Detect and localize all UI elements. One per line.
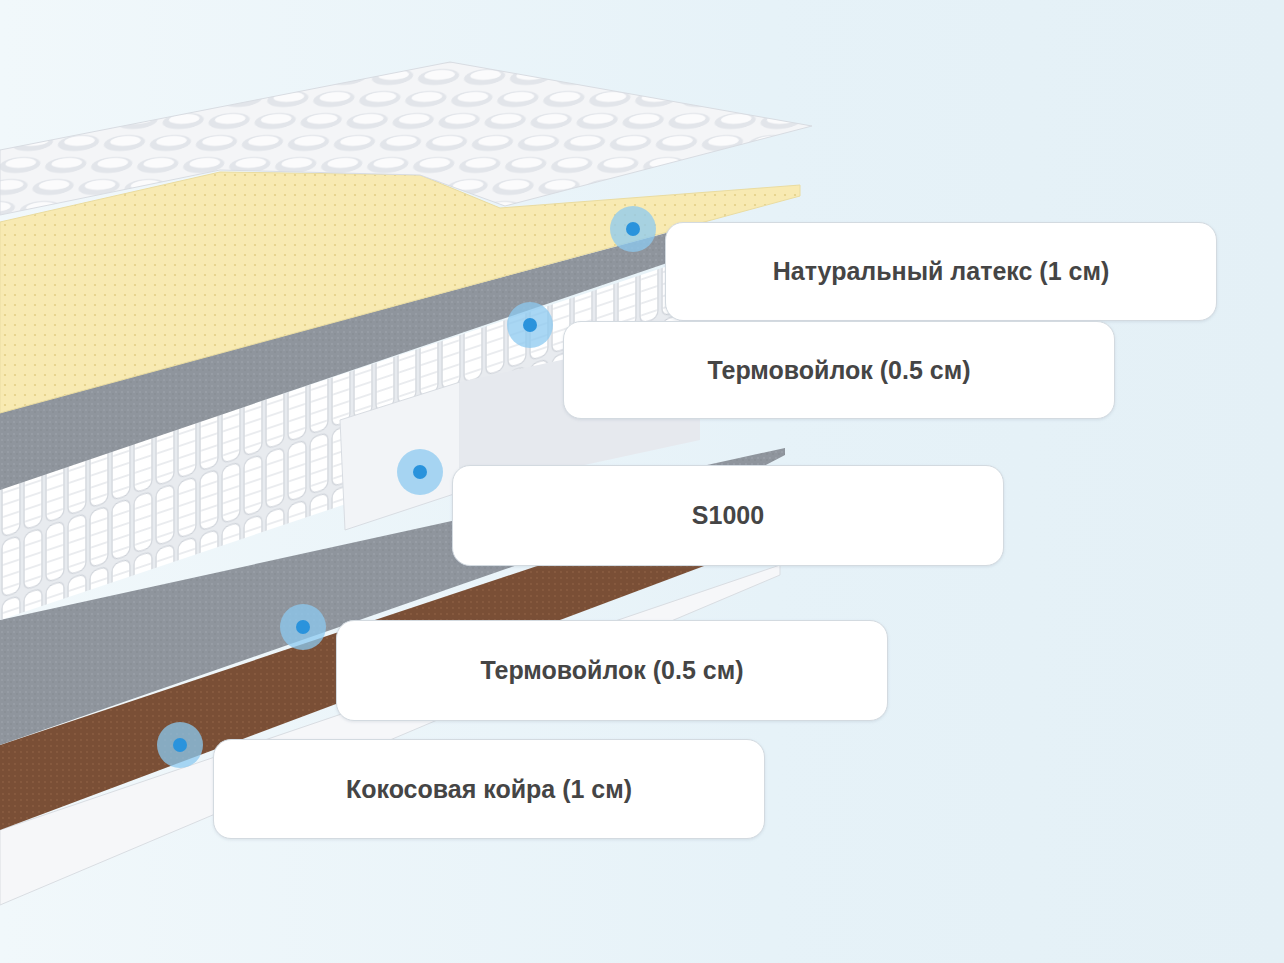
layer-label: Термовойлок (0.5 см) (707, 356, 970, 385)
layer-label: Кокосовая койра (1 см) (346, 775, 632, 804)
callout-box: Натуральный латекс (1 см) (665, 222, 1217, 321)
callout-box: Термовойлок (0.5 см) (336, 620, 888, 721)
layer-label: Натуральный латекс (1 см) (773, 257, 1109, 286)
callout-box: Кокосовая койра (1 см) (213, 739, 765, 839)
layer-label: S1000 (692, 501, 764, 530)
callout-box: S1000 (452, 465, 1004, 566)
callout-box: Термовойлок (0.5 см) (563, 321, 1115, 419)
layer-label: Термовойлок (0.5 см) (480, 656, 743, 685)
